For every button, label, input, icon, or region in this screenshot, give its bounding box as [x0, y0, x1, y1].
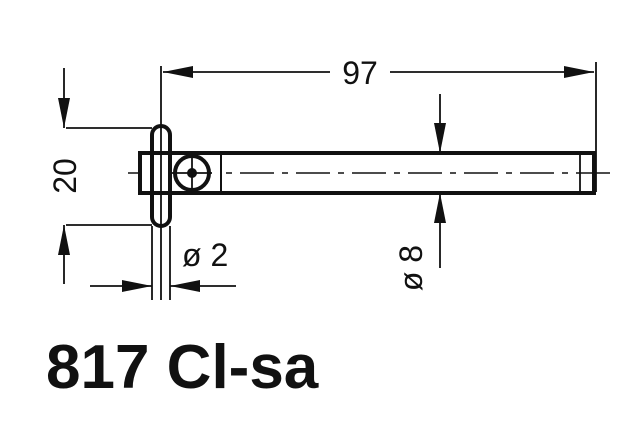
height-dimension: 20 — [47, 68, 152, 284]
pin-diameter-dimension: ø 2 — [90, 226, 236, 300]
product-code: 817 Cl-sa — [46, 333, 319, 402]
rod-diameter-label: ø 8 — [393, 245, 429, 291]
height-label: 20 — [47, 158, 83, 194]
pin-diameter-label: ø 2 — [182, 237, 228, 273]
length-label: 97 — [342, 55, 378, 91]
cross-hole — [172, 153, 212, 193]
rod-diameter-dimension: ø 8 — [393, 94, 446, 291]
length-dimension: 97 — [163, 55, 597, 192]
